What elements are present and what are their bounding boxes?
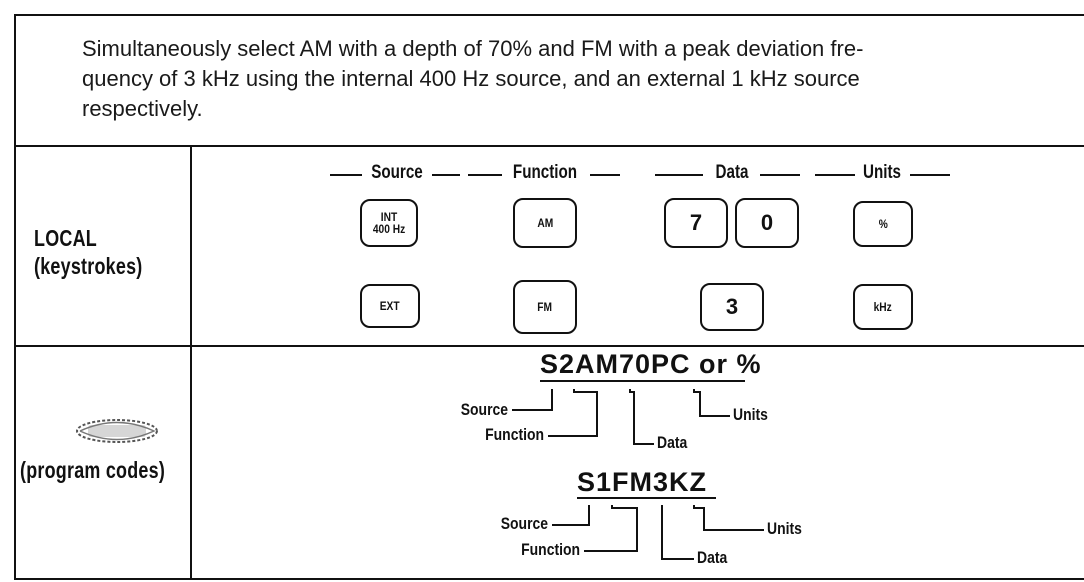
instruction-text: Simultaneously select AM with a depth of…: [82, 34, 1042, 124]
am-key-label: AM: [537, 216, 553, 230]
int-400hz-key-line1: INT: [380, 210, 398, 224]
code2-function-label: Function: [521, 540, 580, 559]
source-header-line-right: [432, 174, 460, 176]
source-header-line-left: [330, 174, 362, 176]
row-divider-1: [14, 145, 1084, 147]
local-label: LOCAL: [34, 225, 97, 251]
keystrokes-label: (keystrokes): [34, 253, 143, 279]
am-key[interactable]: AM: [513, 198, 577, 248]
function-header-line-left: [468, 174, 502, 176]
program-code-1: S2AM70PC or %: [540, 349, 762, 379]
int-400hz-key[interactable]: INT 400 Hz: [360, 199, 418, 247]
data-header: Data: [715, 162, 749, 183]
hp-ib-logo-icon: [76, 419, 158, 443]
code1-function-label: Function: [485, 425, 544, 444]
digit-7-key[interactable]: 7: [664, 198, 728, 248]
instruction-line-3: respectively.: [82, 96, 203, 121]
function-header-line-right: [590, 174, 620, 176]
units-header: Units: [863, 162, 901, 183]
data-header-line-left: [655, 174, 703, 176]
int-400hz-key-line2: 400 Hz: [372, 222, 406, 236]
ext-key-label: EXT: [380, 299, 400, 313]
digit-3-key-label: 3: [725, 294, 739, 319]
program-codes-label: (program codes): [20, 457, 166, 483]
instruction-line-1: Simultaneously select AM with a depth of…: [82, 36, 864, 61]
column-divider: [190, 145, 192, 580]
fm-key[interactable]: FM: [513, 280, 577, 334]
percent-key-label: %: [878, 217, 888, 231]
units-header-line-left: [815, 174, 855, 176]
data-header-line-right: [760, 174, 800, 176]
digit-0-key-label: 0: [760, 210, 774, 235]
code2-data-label: Data: [697, 548, 728, 567]
code2-source-label: Source: [500, 514, 548, 533]
instruction-line-2: quency of 3 kHz using the internal 400 H…: [82, 66, 860, 91]
digit-7-key-label: 7: [689, 210, 703, 235]
digit-3-key[interactable]: 3: [700, 283, 764, 331]
code1-units-label: Units: [733, 405, 768, 424]
percent-key[interactable]: %: [853, 201, 913, 247]
source-header: Source: [371, 162, 423, 183]
table-bottom-border: [14, 578, 1084, 580]
ext-key[interactable]: EXT: [360, 284, 420, 328]
table-top-border: [14, 14, 1084, 16]
units-header-line-right: [910, 174, 950, 176]
program-code-2: S1FM3KZ: [577, 467, 708, 497]
khz-key[interactable]: kHz: [853, 284, 913, 330]
function-header: Function: [512, 162, 578, 183]
table-left-border: [14, 14, 16, 580]
digit-0-key[interactable]: 0: [735, 198, 799, 248]
khz-key-label: kHz: [873, 300, 893, 314]
row-divider-2: [14, 345, 1084, 347]
code1-data-label: Data: [657, 433, 688, 452]
code1-source-label: Source: [460, 400, 508, 419]
code2-units-label: Units: [767, 519, 802, 538]
fm-key-label: FM: [537, 300, 553, 314]
